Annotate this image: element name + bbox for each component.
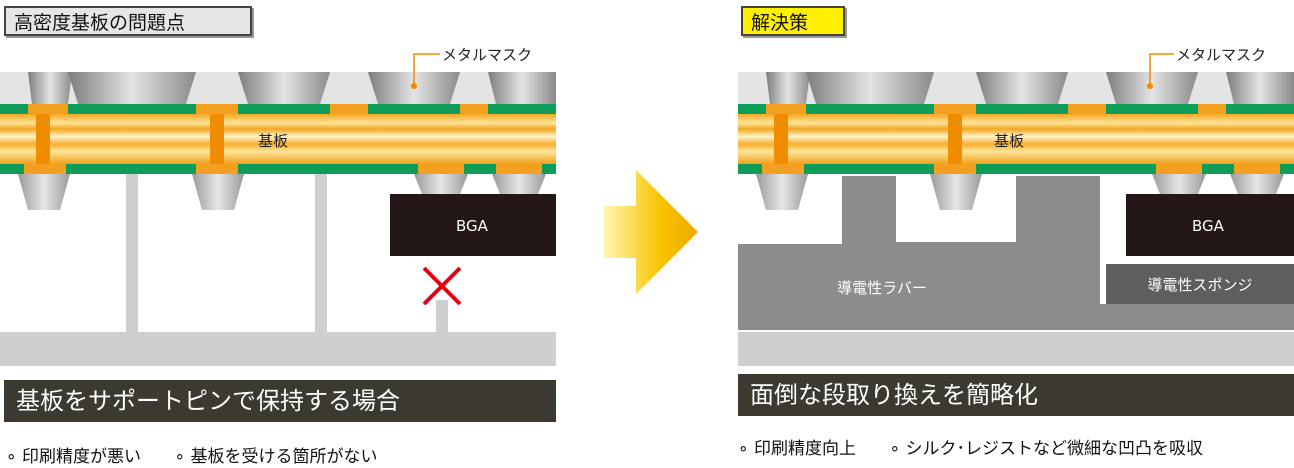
right-board — [738, 114, 1294, 164]
left-metal-mask — [0, 72, 556, 104]
support-pin — [126, 174, 138, 332]
left-mask-label: メタルマスク — [442, 46, 532, 64]
right-base-plate — [738, 332, 1294, 366]
support-pin — [315, 174, 327, 332]
left-title: 高密度基板の問題点 — [4, 6, 252, 36]
right-mask-label: メタルマスク — [1176, 46, 1266, 64]
right-caption-bar: 面倒な段取り換えを簡略化 — [738, 374, 1294, 416]
right-bga-label: BGA — [1192, 217, 1225, 235]
left-board — [0, 114, 556, 164]
left-mask-callout — [411, 53, 440, 89]
left-base-plate — [0, 332, 556, 366]
sponge-label: 導電性スポンジ — [1147, 276, 1252, 294]
arrow-right-icon — [604, 170, 698, 294]
conductive-sponge — [1106, 264, 1294, 304]
support-pin — [436, 300, 448, 332]
left-caption-bar: 基板をサポートピンで保持する場合 — [4, 380, 556, 422]
left-bga-label: BGA — [456, 217, 489, 235]
right-bga — [1126, 194, 1294, 256]
left-diagram — [0, 53, 556, 366]
left-bullets: 印刷精度が悪い 基板を受ける箇所がない — [6, 442, 406, 467]
left-bullet-item: 基板を受ける箇所がない — [174, 447, 377, 467]
left-bullet-item: 印刷精度が悪い — [6, 447, 141, 467]
right-metal-mask — [738, 72, 1294, 104]
right-diagram — [738, 53, 1294, 366]
left-bga — [390, 194, 556, 256]
right-bullets: 印刷精度向上 シルク･レジストなど微細な凹凸を吸収 — [738, 434, 1231, 459]
right-board-label: 基板 — [994, 132, 1024, 150]
right-bullet-item: 印刷精度向上 — [738, 439, 856, 459]
conductive-rubber — [738, 176, 1294, 330]
right-title: 解決策 — [741, 6, 845, 36]
cross-mark-icon — [422, 266, 462, 306]
rubber-label: 導電性ラバー — [837, 279, 927, 297]
right-mask-callout — [1147, 53, 1174, 89]
left-board-label: 基板 — [258, 132, 288, 150]
right-bullet-item: シルク･レジストなど微細な凹凸を吸収 — [889, 439, 1203, 459]
